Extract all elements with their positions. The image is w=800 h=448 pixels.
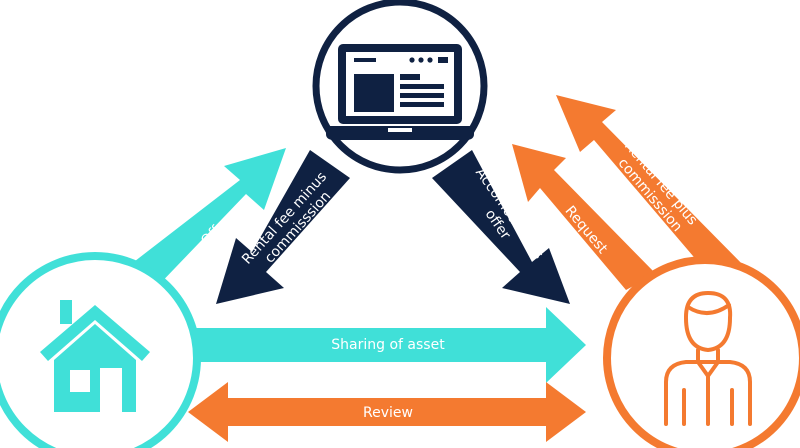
person-icon <box>664 291 752 426</box>
arrow-rental-fee-minus <box>216 150 350 304</box>
arrow-rental-fee-plus <box>556 95 752 290</box>
arrow-sharing-of-asset <box>176 307 586 383</box>
arrow-offer <box>126 148 286 292</box>
owner-node <box>0 252 201 448</box>
house-icon <box>40 300 150 412</box>
arrow-accomodations-offer <box>432 150 570 304</box>
label-review: Review <box>363 405 413 421</box>
platform-node <box>312 0 488 174</box>
guest-node <box>603 256 800 448</box>
laptop-icon <box>326 44 474 140</box>
label-sharing-of-asset: Sharing of asset <box>331 337 445 353</box>
arrow-request <box>512 144 656 290</box>
arrow-review <box>188 382 586 442</box>
